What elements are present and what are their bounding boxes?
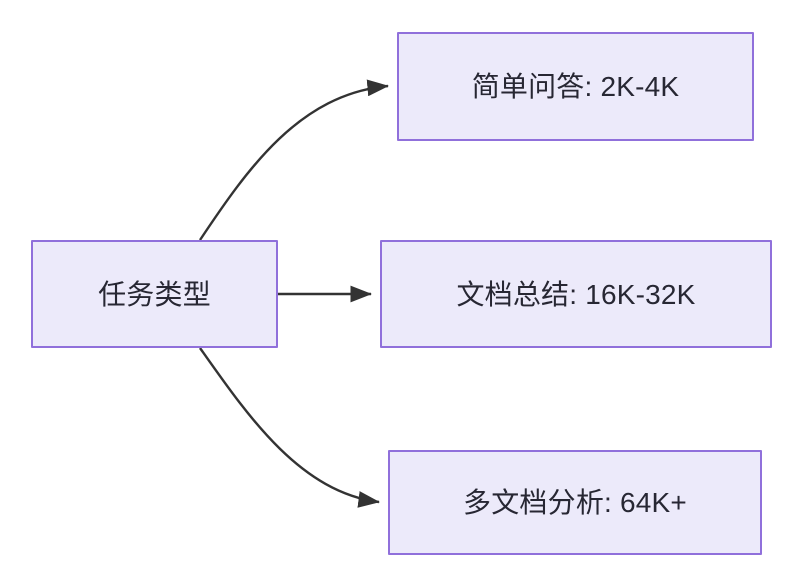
edge-to-simple-qa (199, 79, 389, 241)
edge-to-multi-doc-analysis (199, 347, 380, 508)
node-multi-doc-analysis[interactable]: 多文档分析: 64K+ (388, 450, 762, 555)
node-doc-summary[interactable]: 文档总结: 16K-32K (380, 240, 772, 348)
node-task-type-label: 任务类型 (98, 278, 211, 310)
node-task-type[interactable]: 任务类型 (31, 240, 278, 348)
node-simple-qa-label: 简单问答: 2K-4K (471, 71, 680, 102)
node-doc-summary-label: 文档总结: 16K-32K (456, 278, 696, 310)
node-simple-qa[interactable]: 简单问答: 2K-4K (397, 32, 754, 141)
node-multi-doc-analysis-label: 多文档分析: 64K+ (463, 487, 687, 518)
